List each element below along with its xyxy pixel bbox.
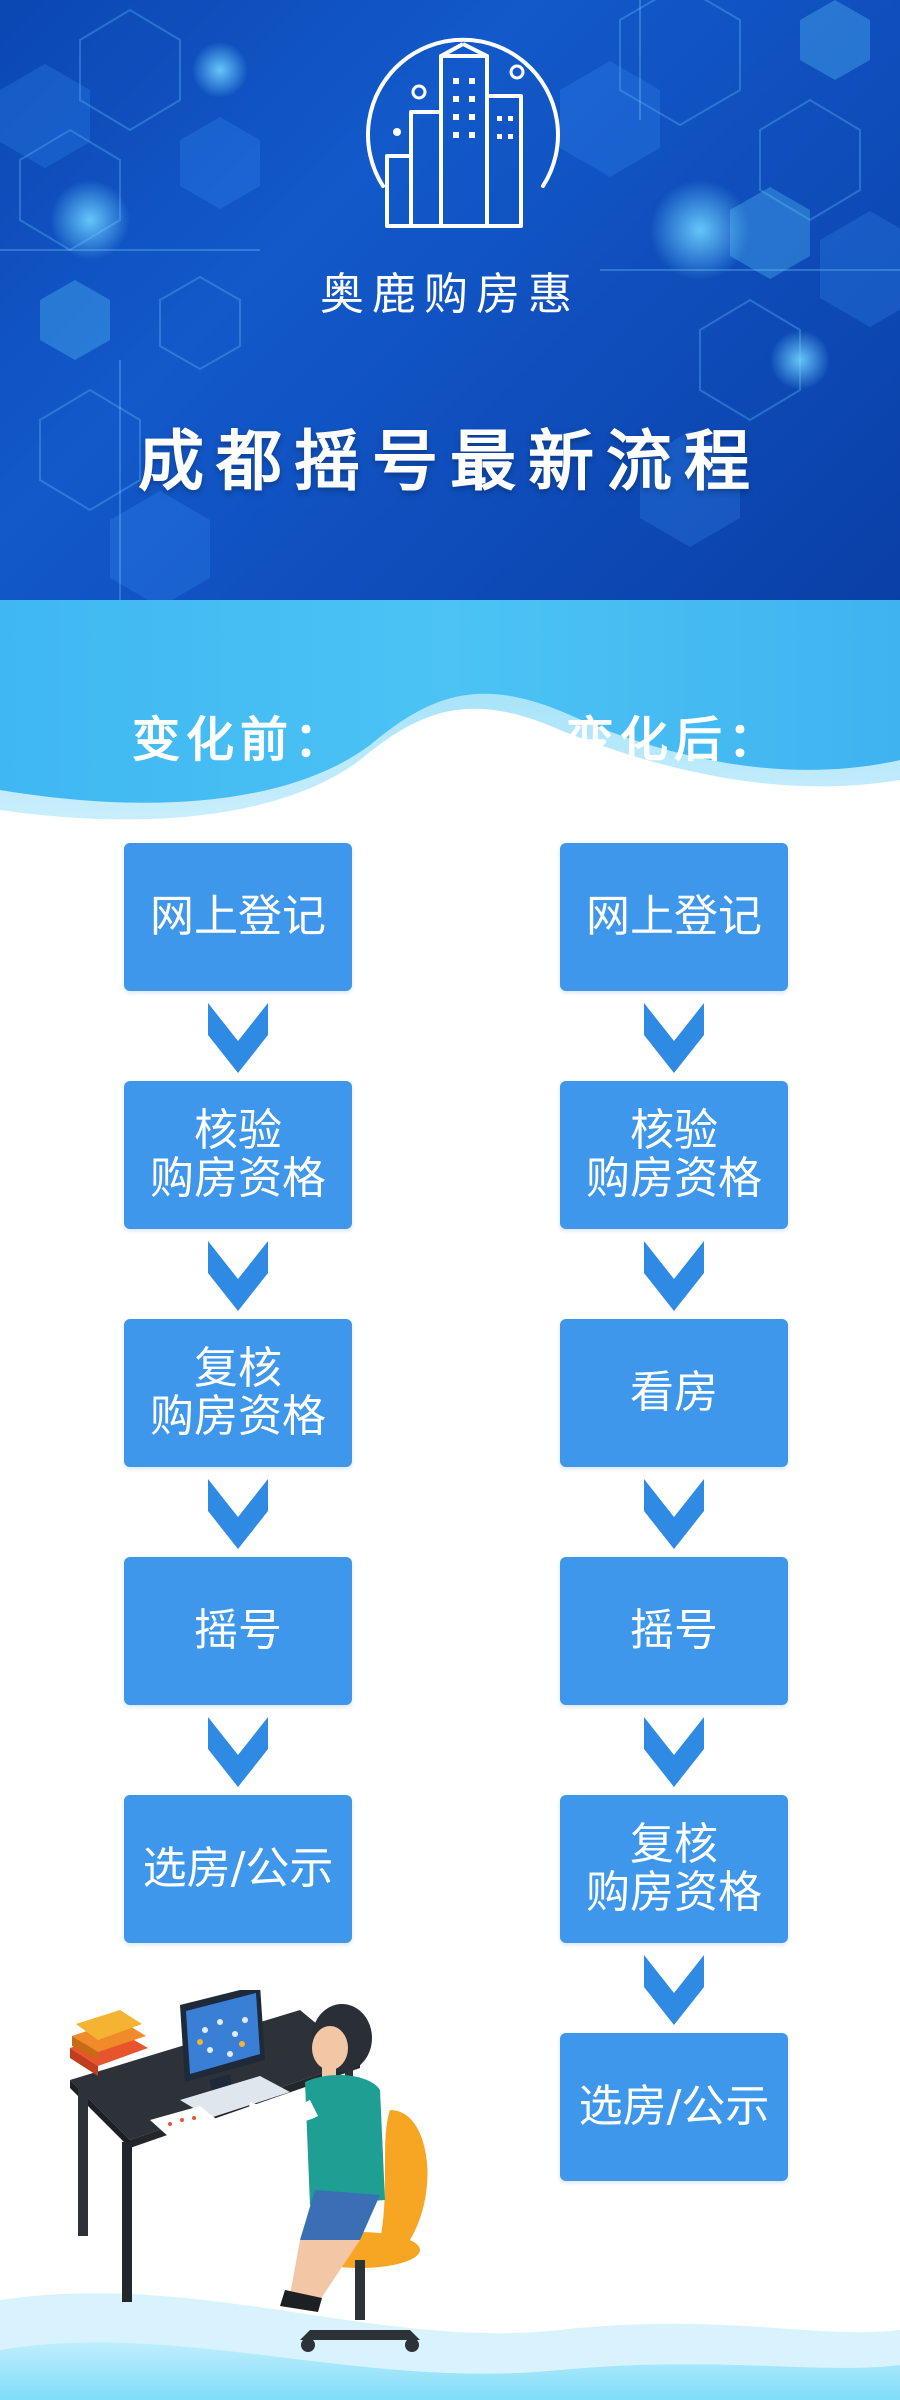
chevron-down-icon bbox=[208, 1479, 268, 1549]
after-step-verify: 核验 购房资格 bbox=[560, 1081, 788, 1229]
after-heading: 变化后： bbox=[565, 712, 782, 768]
woman-at-computer-illustration bbox=[70, 1990, 428, 2352]
chevron-down-icon bbox=[208, 1717, 268, 1787]
hexagon-tech-background bbox=[0, 0, 900, 612]
after-step-view-house: 看房 bbox=[560, 1319, 788, 1467]
before-step-recheck: 复核 购房资格 bbox=[124, 1319, 352, 1467]
chevron-down-icon bbox=[644, 1955, 704, 2025]
header-banner: 奥鹿购房惠 成都摇号最新流程 bbox=[0, 0, 900, 612]
chevron-down-icon bbox=[644, 1241, 704, 1311]
city-buildings-icon bbox=[366, 37, 560, 228]
after-step-select-publish: 选房/公示 bbox=[560, 2033, 788, 2181]
chevron-down-icon bbox=[208, 1003, 268, 1073]
brand-name: 奥鹿购房惠 bbox=[320, 269, 580, 320]
after-step-recheck: 复核 购房资格 bbox=[560, 1795, 788, 1943]
column-heading-wave bbox=[0, 600, 900, 820]
before-step-select-publish: 选房/公示 bbox=[124, 1795, 352, 1943]
before-heading: 变化前： bbox=[131, 712, 348, 768]
chevron-down-icon bbox=[644, 1003, 704, 1073]
chevron-down-icon bbox=[208, 1241, 268, 1311]
after-step-lottery: 摇号 bbox=[560, 1557, 788, 1705]
before-step-lottery: 摇号 bbox=[124, 1557, 352, 1705]
before-step-verify: 核验 购房资格 bbox=[124, 1081, 352, 1229]
chevron-down-icon bbox=[644, 1479, 704, 1549]
chevron-down-icon bbox=[644, 1717, 704, 1787]
page-title: 成都摇号最新流程 bbox=[138, 423, 762, 500]
after-step-register: 网上登记 bbox=[560, 843, 788, 991]
before-step-register: 网上登记 bbox=[124, 843, 352, 991]
bottom-wave bbox=[0, 2293, 900, 2400]
